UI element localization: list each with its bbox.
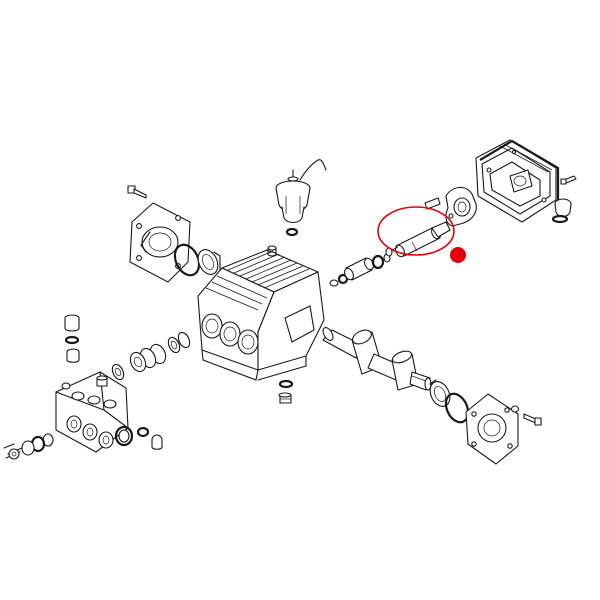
highlight-ellipse (377, 206, 455, 256)
cover-screw (560, 175, 577, 185)
wrist-pin (424, 197, 441, 210)
drain-plug (278, 379, 294, 404)
pump-head (55, 371, 134, 453)
left-bolt (127, 185, 147, 199)
pressure-switch (275, 159, 327, 237)
head-small-parts (136, 426, 163, 450)
connecting-rod (445, 186, 477, 227)
right-bearing-cover (465, 393, 519, 465)
crankcase (197, 245, 325, 381)
left-bearing-set (173, 243, 221, 277)
highlight-marker-dot (450, 247, 466, 263)
inlet-fittings (3, 433, 54, 460)
plunger-seals (111, 331, 191, 381)
plunger-rod (385, 221, 451, 258)
right-bearing-set (429, 379, 470, 424)
plunger-guide-parts (329, 253, 391, 287)
rear-cover (475, 139, 560, 223)
oil-filler-plug (551, 198, 572, 224)
left-plug-stack (64, 314, 80, 363)
crankshaft (322, 327, 432, 391)
right-bolt (510, 405, 542, 426)
